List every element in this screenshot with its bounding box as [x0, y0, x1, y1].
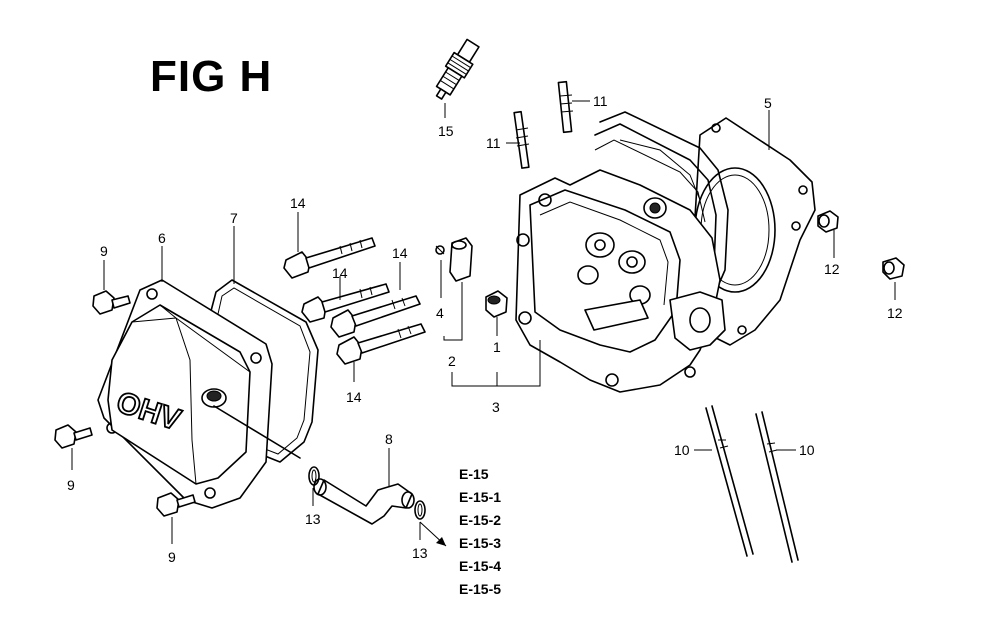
flange-bolt-top	[283, 237, 376, 279]
flange-bolt-4	[336, 323, 426, 365]
callout-9-bottom: 9	[168, 549, 176, 565]
figure-title: FIG H	[150, 52, 273, 101]
callout-14-bottom: 14	[346, 389, 362, 405]
reference-item: E-15-5	[459, 581, 501, 597]
spark-plug	[435, 38, 480, 100]
callout-7: 7	[230, 210, 238, 226]
long-stud-right	[755, 411, 799, 563]
callout-labels: 15 11 11 5 12 12 6 7 9 9 9 14 14 14 14 4…	[67, 93, 903, 565]
callout-3: 3	[492, 399, 500, 415]
clip	[435, 245, 445, 255]
callout-9-left: 9	[67, 477, 75, 493]
reference-item: E-15-1	[459, 489, 501, 505]
flange-bolt-2	[301, 283, 390, 323]
callout-6: 6	[158, 230, 166, 246]
stud-short-right	[557, 80, 574, 134]
callout-4: 4	[436, 305, 444, 321]
callout-1: 1	[493, 339, 501, 355]
breather-tube	[313, 478, 415, 525]
callout-2: 2	[448, 353, 456, 369]
reference-item: E-15	[459, 466, 489, 482]
callout-10-right: 10	[799, 442, 815, 458]
reference-item: E-15-2	[459, 512, 501, 528]
valve-cover: OHV	[97, 279, 301, 509]
dowel-pin-b	[882, 257, 905, 280]
callout-12-a: 12	[824, 261, 840, 277]
callout-14-mid: 14	[332, 265, 348, 281]
callout-11-left: 11	[486, 135, 501, 151]
cover-bolt-bottom	[156, 492, 196, 517]
reference-item: E-15-4	[459, 558, 501, 574]
callout-15: 15	[438, 123, 454, 139]
tube-clamp-right	[414, 500, 426, 520]
callout-14-right: 14	[392, 245, 408, 261]
cover-bolt-left	[54, 424, 93, 449]
callout-9-top: 9	[100, 243, 108, 259]
valve-guide-cap	[485, 290, 508, 318]
reference-item: E-15-3	[459, 535, 501, 551]
callout-5: 5	[764, 95, 772, 111]
tube-clamp-left	[308, 466, 320, 486]
callout-13-right: 13	[412, 545, 428, 561]
stud-short-left	[513, 110, 530, 169]
cover-bolt-top	[92, 290, 131, 315]
callout-11-right: 11	[593, 93, 608, 109]
callout-14-top: 14	[290, 195, 306, 211]
callout-8: 8	[385, 431, 393, 447]
dowel-pin-a	[817, 210, 839, 233]
leader-lines	[71, 100, 896, 547]
cylinder-head	[515, 111, 729, 393]
reference-list: E-15 E-15-1 E-15-2 E-15-3 E-15-4 E-15-5	[459, 466, 501, 597]
callout-10-left: 10	[674, 442, 690, 458]
callout-13-left: 13	[305, 511, 321, 527]
long-stud-left	[705, 405, 754, 557]
callout-12-b: 12	[887, 305, 903, 321]
valve-stem-seal	[449, 237, 473, 282]
flange-bolt-3	[330, 295, 421, 338]
